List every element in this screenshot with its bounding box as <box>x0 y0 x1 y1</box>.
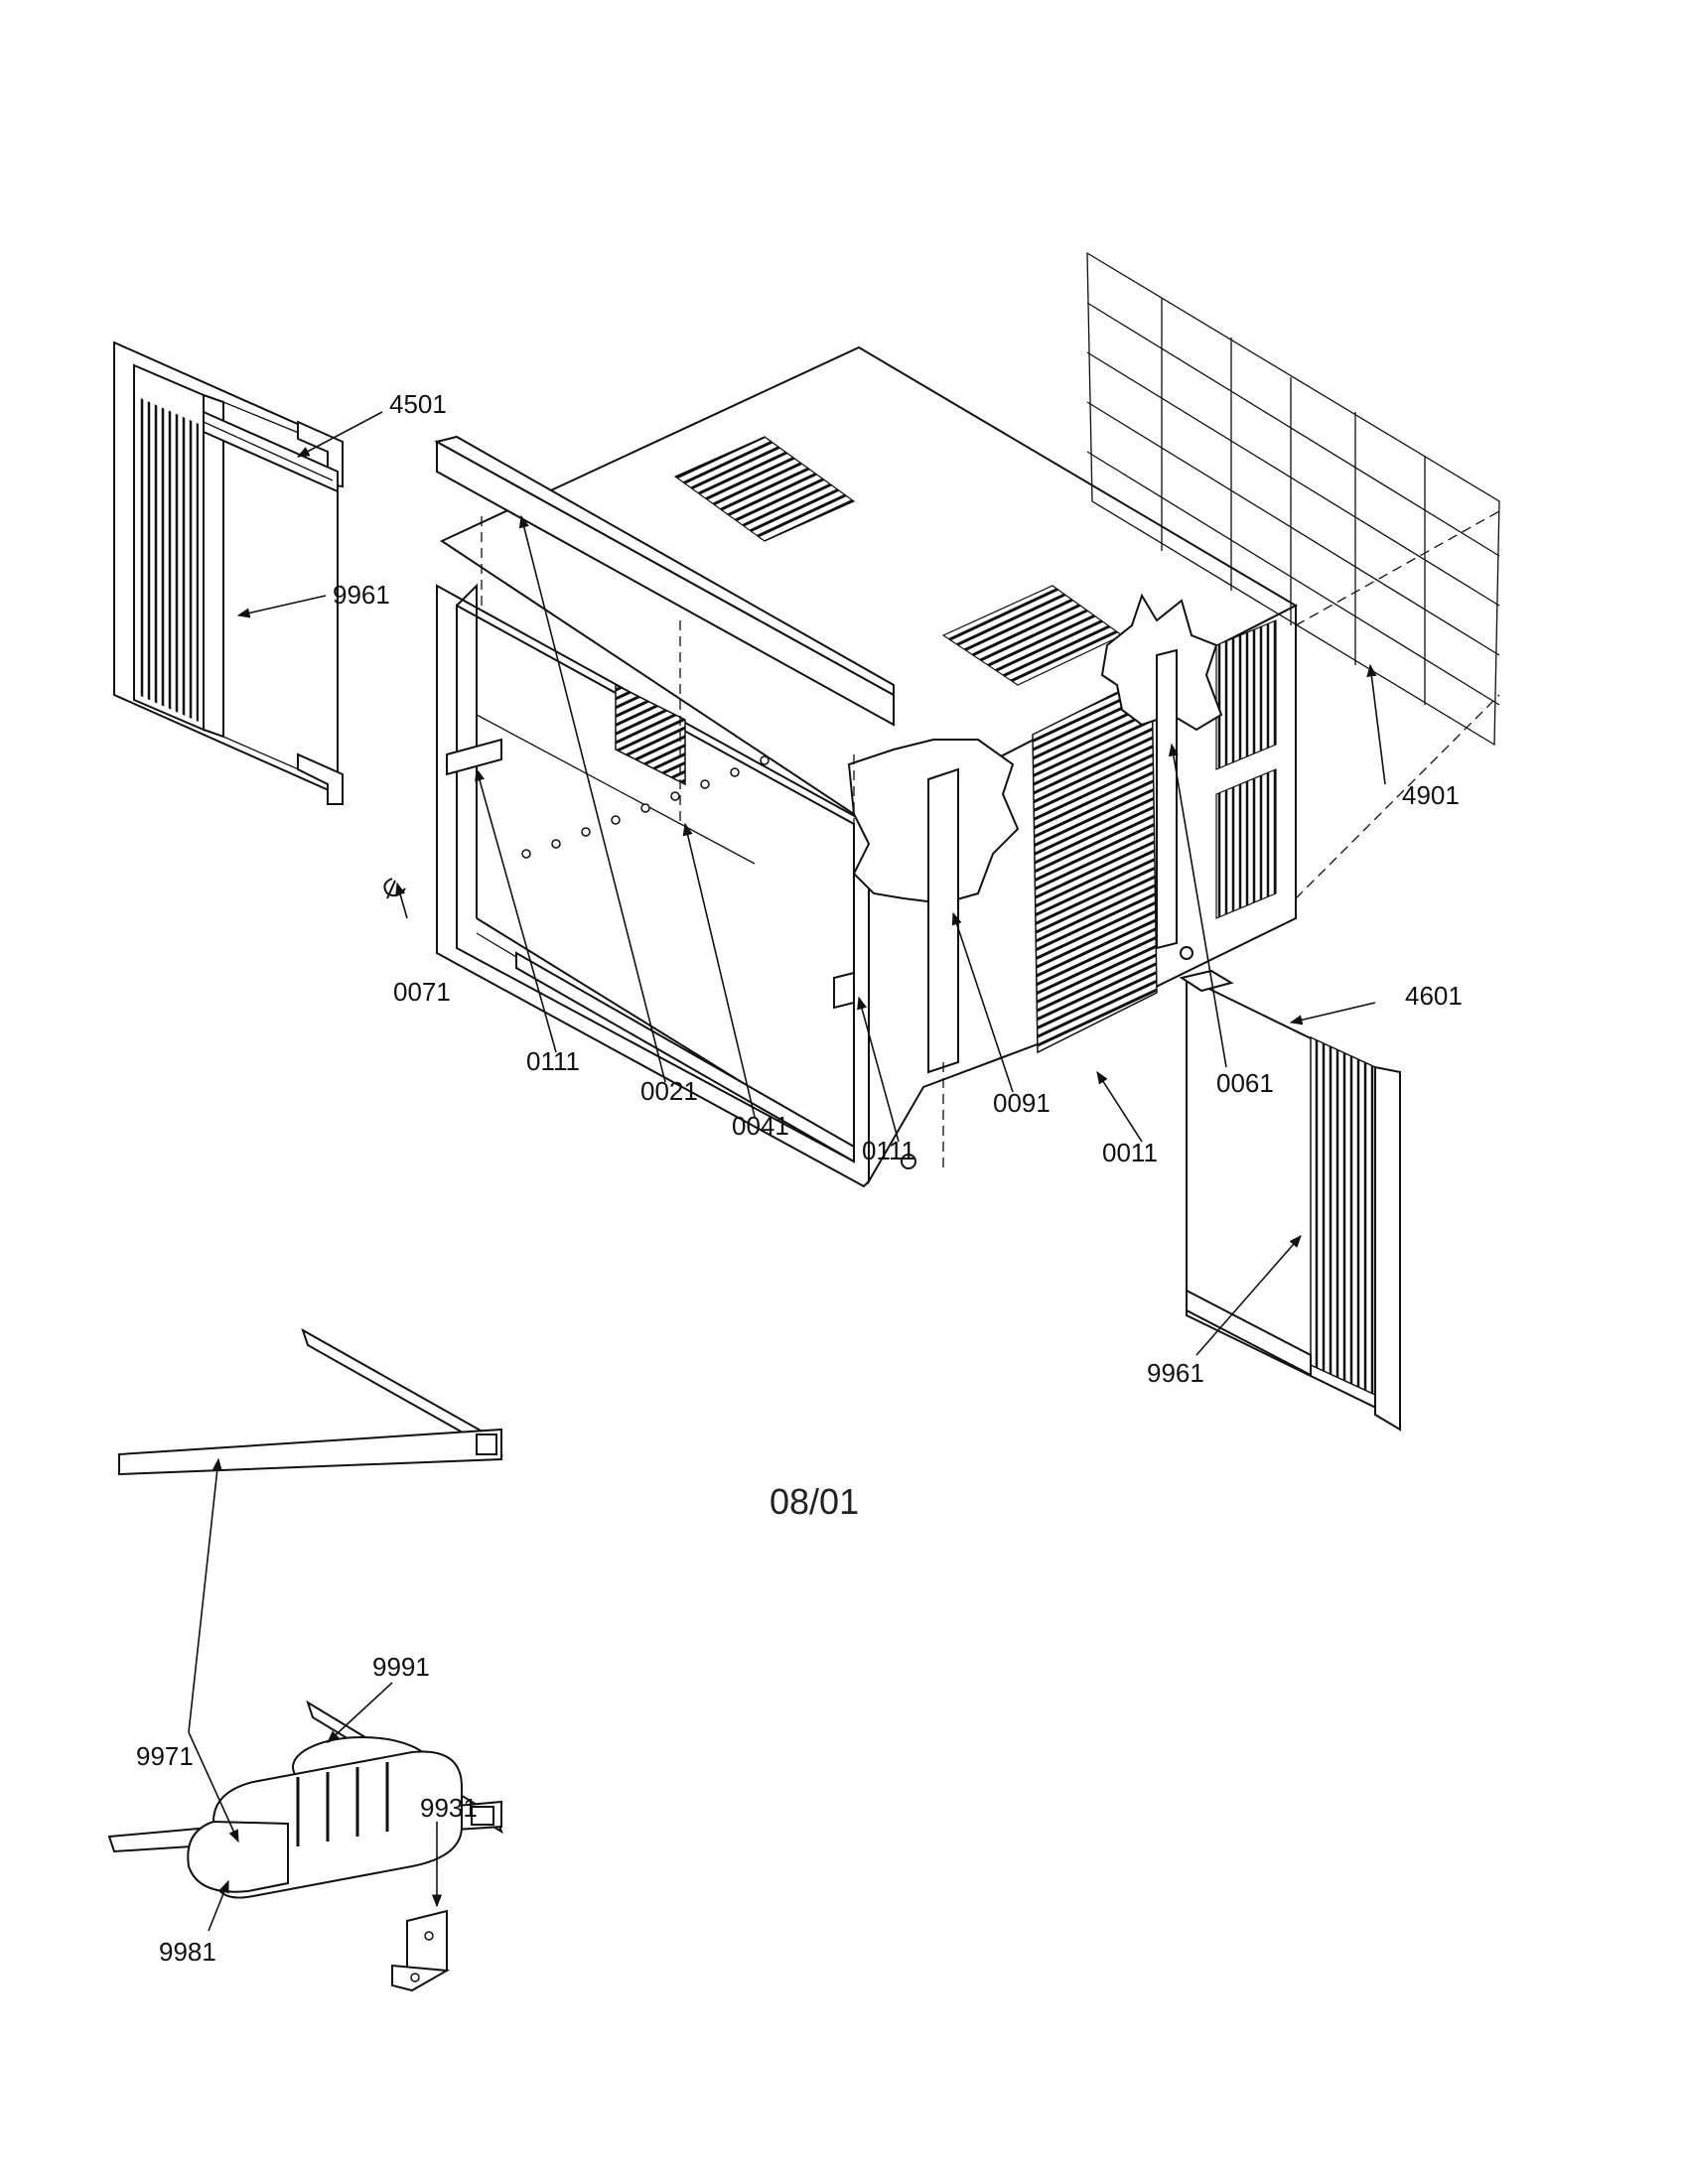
label-9961-right: 9961 <box>1147 1358 1204 1388</box>
label-0071: 0071 <box>393 977 451 1007</box>
label-0111-left: 0111 <box>526 1046 580 1076</box>
label-0091: 0091 <box>993 1088 1051 1118</box>
hole-row <box>521 755 770 859</box>
leader-lines <box>188 411 1386 1932</box>
label-0011: 0011 <box>1102 1138 1158 1167</box>
label-4501: 4501 <box>389 389 447 419</box>
label-0041: 0041 <box>732 1111 789 1141</box>
wire-grille-4901 <box>1086 251 1500 899</box>
cord-pack <box>187 1736 463 1899</box>
label-0061: 0061 <box>1216 1068 1274 1098</box>
date-code: 08/01 <box>770 1481 859 1522</box>
right-curtain-frame <box>1179 969 1401 1432</box>
label-9971: 9971 <box>136 1741 194 1771</box>
cabinet <box>434 345 1299 1188</box>
part-labels: 4501 9961 4901 0071 0111 0021 0041 0111 … <box>136 389 1463 1967</box>
label-9961-left: 9961 <box>333 580 390 610</box>
top-rail-4501 <box>203 410 339 493</box>
label-9931: 9931 <box>420 1793 478 1823</box>
l-bracket-9931 <box>391 1909 451 1992</box>
label-9991: 9991 <box>372 1652 430 1682</box>
label-4601: 4601 <box>1405 981 1463 1011</box>
left-curtain-frame <box>113 341 344 805</box>
top-vents <box>673 436 1124 686</box>
label-0111-right: 0111 <box>862 1136 915 1165</box>
label-9981: 9981 <box>159 1937 216 1967</box>
label-4901: 4901 <box>1402 780 1460 810</box>
label-0021: 0021 <box>640 1076 698 1106</box>
